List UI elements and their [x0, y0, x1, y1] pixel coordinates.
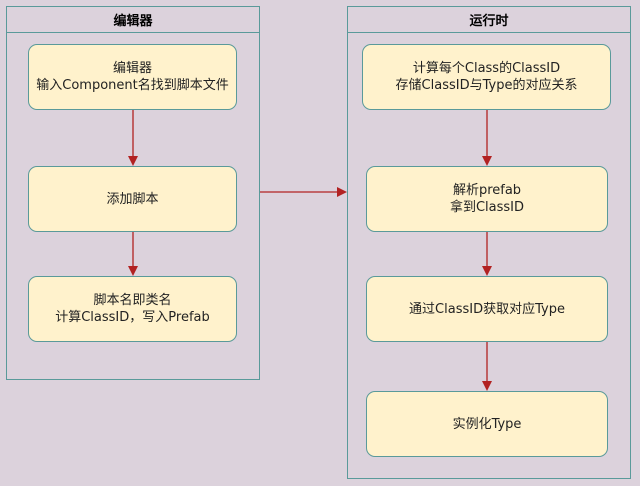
- node-editor-input-line1: 编辑器: [112, 61, 152, 76]
- editor-lane-title: 编辑器: [7, 7, 259, 33]
- node-compute-classid-line2: 存储ClassID与Type的对应关系: [395, 78, 578, 93]
- node-parse-prefab-line1: 解析prefab: [452, 183, 522, 198]
- node-compute-classid-line1: 计算每个Class的ClassID: [412, 61, 561, 76]
- node-editor-input-line2: 输入Component名找到脚本文件: [36, 78, 229, 93]
- node-add-script[interactable]: 添加脚本: [28, 166, 237, 232]
- node-script-name[interactable]: 脚本名即类名 计算ClassID，写入Prefab: [28, 276, 237, 342]
- editor-lane: 编辑器: [6, 6, 260, 380]
- node-get-type-label: 通过ClassID获取对应Type: [409, 301, 565, 317]
- node-parse-prefab-line2: 拿到ClassID: [449, 200, 525, 215]
- node-add-script-label: 添加脚本: [106, 191, 159, 207]
- node-script-name-line2: 计算ClassID，写入Prefab: [55, 310, 210, 325]
- node-get-type[interactable]: 通过ClassID获取对应Type: [366, 276, 608, 342]
- node-script-name-line1: 脚本名即类名: [93, 293, 172, 308]
- node-instantiate[interactable]: 实例化Type: [366, 391, 608, 457]
- runtime-lane-title: 运行时: [348, 7, 630, 33]
- node-parse-prefab[interactable]: 解析prefab 拿到ClassID: [366, 166, 608, 232]
- node-compute-classid[interactable]: 计算每个Class的ClassID 存储ClassID与Type的对应关系: [362, 44, 611, 110]
- node-instantiate-label: 实例化Type: [452, 416, 522, 432]
- runtime-lane: 运行时: [347, 6, 631, 479]
- node-editor-input[interactable]: 编辑器 输入Component名找到脚本文件: [28, 44, 237, 110]
